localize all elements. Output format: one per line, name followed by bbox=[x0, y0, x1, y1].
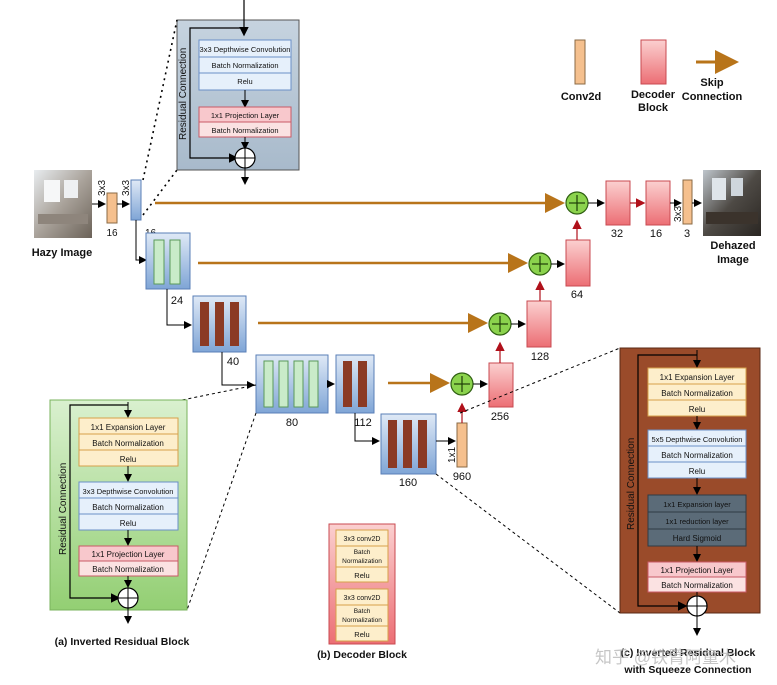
decoder-block-2 bbox=[526, 300, 552, 348]
block-c-layer-0: 1x1 Expansion Layer bbox=[660, 373, 735, 382]
block-b-layer-0: 3x3 conv2D bbox=[344, 536, 381, 543]
legend-decoder-label-2: Block bbox=[638, 102, 669, 114]
block-b-layer-1b: Normalization bbox=[342, 558, 382, 565]
top-layer-4: Batch Normalization bbox=[211, 126, 278, 135]
block-a-layer-3: 3x3 Depthwise Convolution bbox=[83, 487, 174, 496]
decoder-block-5-channels: 16 bbox=[650, 228, 662, 240]
encoder-block-5-channels: 112 bbox=[354, 417, 372, 429]
dehazed-image-label-2: Image bbox=[717, 254, 749, 266]
decoder-block-1-channels: 256 bbox=[491, 411, 509, 423]
watermark: 知乎 @铁臂阿童木 bbox=[595, 648, 736, 667]
conv-output-channels: 3 bbox=[684, 228, 690, 240]
block-a-layer-1: Batch Normalization bbox=[92, 439, 164, 448]
encoder-block-6 bbox=[380, 413, 437, 475]
decoder-block-1 bbox=[488, 362, 514, 408]
legend-conv-swatch bbox=[574, 39, 586, 85]
conv-head-kernel: 1x1 bbox=[447, 446, 458, 463]
legend-skip-label-1: Skip bbox=[700, 77, 724, 89]
block-b-layer-2: Relu bbox=[354, 571, 369, 580]
top-layer-1: Batch Normalization bbox=[211, 61, 278, 70]
block-a-layer-0: 1x1 Expansion Layer bbox=[91, 423, 166, 432]
conv-input-channels: 16 bbox=[106, 228, 118, 239]
block-c-layer-5: Relu bbox=[689, 467, 705, 476]
block-b-layer-3: 3x3 conv2D bbox=[344, 595, 381, 602]
conv-head bbox=[456, 422, 468, 468]
block-c-side-label: Residual Connection bbox=[626, 438, 637, 530]
top-layer-0: 3x3 Depthwise Convolution bbox=[200, 45, 291, 54]
decoder-block-4 bbox=[605, 180, 631, 226]
block-c-layer-3: 5x5 Depthwise Convolution bbox=[652, 435, 743, 444]
decoder-block-3 bbox=[565, 239, 591, 287]
conv-input bbox=[106, 192, 118, 224]
block-a-layer-2: Relu bbox=[120, 455, 136, 464]
dehazed-image bbox=[703, 170, 761, 236]
encoder-block-3 bbox=[192, 295, 247, 353]
conv-head-channels: 960 bbox=[453, 471, 471, 483]
top-layer-3: 1x1 Projection Layer bbox=[211, 111, 280, 120]
block-c-layer-9: 1x1 Projection Layer bbox=[661, 566, 734, 575]
block-c-layer-1: Batch Normalization bbox=[661, 389, 733, 398]
inverted-residual-block-c: Residual Connection 1x1 Expansion Layer … bbox=[619, 347, 761, 636]
block-c-layer-8: Hard Sigmoid bbox=[673, 534, 721, 543]
legend-skip-label-2: Connection bbox=[682, 91, 743, 103]
block-c-layer-4: Batch Normalization bbox=[661, 451, 733, 460]
hazy-image-label: Hazy Image bbox=[32, 247, 93, 259]
legend-decoder-label-1: Decoder bbox=[631, 89, 676, 101]
encoder-block-3-channels: 40 bbox=[227, 356, 239, 368]
conv-input-kernel: 3x3 bbox=[97, 179, 108, 196]
block-a-layer-4: Batch Normalization bbox=[92, 503, 164, 512]
block-b-layer-4b: Normalization bbox=[342, 617, 382, 624]
legend: Conv2d Decoder Block Skip Connection bbox=[561, 39, 743, 114]
decoder-block-3-channels: 64 bbox=[571, 289, 583, 301]
block-a-layer-7: Batch Normalization bbox=[92, 565, 164, 574]
block-a-side-label: Residual Connection bbox=[58, 463, 69, 555]
decoder-block-4-channels: 32 bbox=[611, 228, 623, 240]
block-c-caption-2: with Squeeze Connection bbox=[623, 664, 751, 676]
block-c-layer-2: Relu bbox=[689, 405, 705, 414]
encoder-block-5 bbox=[335, 354, 375, 414]
encoder-block-4-channels: 80 bbox=[286, 417, 298, 429]
block-c-layer-10: Batch Normalization bbox=[661, 581, 733, 590]
decoder-block-5 bbox=[645, 180, 671, 226]
block-a-caption: (a) Inverted Residual Block bbox=[55, 636, 190, 648]
inverted-residual-block-a: Residual Connection 1x1 Expansion Layer … bbox=[49, 399, 188, 624]
encoder-block-4 bbox=[255, 354, 329, 414]
encoder-block-2 bbox=[145, 232, 191, 290]
encoder-block-6-channels: 160 bbox=[399, 477, 417, 489]
encoder-block-1 bbox=[130, 179, 142, 221]
block-c-layer-6: 1x1 Expansion layer bbox=[663, 500, 731, 509]
block-b-layer-5: Relu bbox=[354, 630, 369, 639]
block-a-layer-5: Relu bbox=[120, 519, 136, 528]
hazy-image bbox=[34, 170, 92, 238]
block-b-layer-1a: Batch bbox=[354, 549, 371, 556]
decoder-block-2-channels: 128 bbox=[531, 351, 549, 363]
block-a-layer-6: 1x1 Projection Layer bbox=[92, 550, 165, 559]
conv-output bbox=[682, 179, 693, 225]
conv-output-kernel: 3x3 bbox=[673, 205, 684, 222]
legend-conv-label: Conv2d bbox=[561, 91, 601, 103]
decoder-block-detail: 3x3 conv2D Batch Normalization Relu 3x3 … bbox=[328, 523, 396, 645]
block-c-caption-1: (c) Inverted Residual Block bbox=[621, 647, 756, 659]
legend-decoder-swatch bbox=[640, 39, 667, 85]
top-residual-block: Residual Connection 3x3 Depthwise Convol… bbox=[176, 0, 300, 185]
dehazed-image-label-1: Dehazed bbox=[710, 240, 755, 252]
block-b-layer-4a: Batch bbox=[354, 608, 371, 615]
block-c-layer-7: 1x1 reduction layer bbox=[665, 517, 729, 526]
encoder-block-1-kernel: 3x3 bbox=[121, 179, 132, 196]
top-block-side-label: Residual Connection bbox=[178, 48, 189, 140]
top-layer-2: Relu bbox=[237, 77, 252, 86]
encoder-block-2-channels: 24 bbox=[171, 295, 183, 307]
block-b-caption: (b) Decoder Block bbox=[317, 649, 407, 661]
